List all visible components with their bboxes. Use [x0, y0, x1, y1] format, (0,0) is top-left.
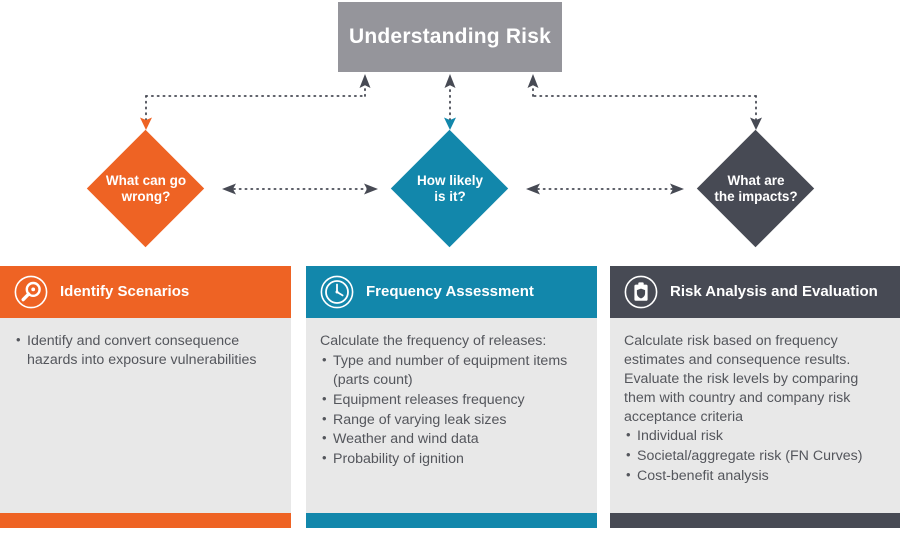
list-item: Weather and wind data	[320, 429, 583, 449]
list-item: Identify and convert consequence hazards…	[14, 331, 277, 370]
card-title-frequency-assessment: Frequency Assessment	[366, 283, 534, 300]
diamond-what-can-go-wrong: What can go wrong?	[86, 129, 205, 248]
understanding-risk-title-box: Understanding Risk	[338, 2, 562, 72]
card-identify-scenarios: Identify Scenarios Identify and convert …	[0, 266, 291, 528]
list-item: Cost-benefit analysis	[624, 466, 886, 486]
list-item: Range of varying leak sizes	[320, 410, 583, 430]
card-title-identify-scenarios: Identify Scenarios	[60, 283, 190, 300]
card-body-identify-scenarios: Identify and convert consequence hazards…	[0, 318, 291, 370]
card-footer-risk-analysis-and-evaluation	[610, 513, 900, 528]
card-bullet-list: Identify and convert consequence hazards…	[14, 331, 277, 370]
card-header-risk-analysis-and-evaluation: Risk Analysis and Evaluation	[610, 266, 900, 318]
list-item: Societal/aggregate risk (FN Curves)	[624, 446, 886, 466]
magnifier-icon	[14, 275, 48, 309]
card-risk-analysis-and-evaluation: Risk Analysis and Evaluation Calculate r…	[610, 266, 900, 528]
card-header-identify-scenarios: Identify Scenarios	[0, 266, 291, 318]
diamond-shape-teal	[390, 129, 509, 248]
card-title-risk-analysis-and-evaluation: Risk Analysis and Evaluation	[670, 283, 878, 300]
diamond-how-likely-is-it: How likely is it?	[390, 129, 509, 248]
card-intro-text: Calculate risk based on frequency estima…	[624, 333, 859, 425]
card-header-frequency-assessment: Frequency Assessment	[306, 266, 597, 318]
page-title: Understanding Risk	[349, 25, 551, 48]
card-body-risk-analysis-and-evaluation: Calculate risk based on frequency estima…	[610, 318, 900, 486]
card-footer-frequency-assessment	[306, 513, 597, 528]
card-intro-text: Calculate the frequency of releases:	[320, 333, 547, 349]
list-item: Individual risk	[624, 426, 886, 446]
diamond-what-are-the-impacts: What are the impacts?	[696, 129, 815, 248]
card-bullet-list: Individual risk Societal/aggregate risk …	[624, 426, 886, 486]
card-bullet-list: Type and number of equipment items (part…	[320, 351, 583, 469]
clock-icon	[320, 275, 354, 309]
list-item: Type and number of equipment items (part…	[320, 351, 583, 390]
card-frequency-assessment: Frequency Assessment Calculate the frequ…	[306, 266, 597, 528]
list-item: Probability of ignition	[320, 449, 583, 469]
diamond-shape-dark	[696, 129, 815, 248]
arrowheads-down	[140, 117, 762, 130]
clipboard-shield-icon	[624, 275, 658, 309]
card-body-frequency-assessment: Calculate the frequency of releases: Typ…	[306, 318, 597, 469]
arrowheads-up	[359, 74, 539, 88]
list-item: Equipment releases frequency	[320, 390, 583, 410]
card-footer-identify-scenarios	[0, 513, 291, 528]
diamond-shape-orange	[86, 129, 205, 248]
